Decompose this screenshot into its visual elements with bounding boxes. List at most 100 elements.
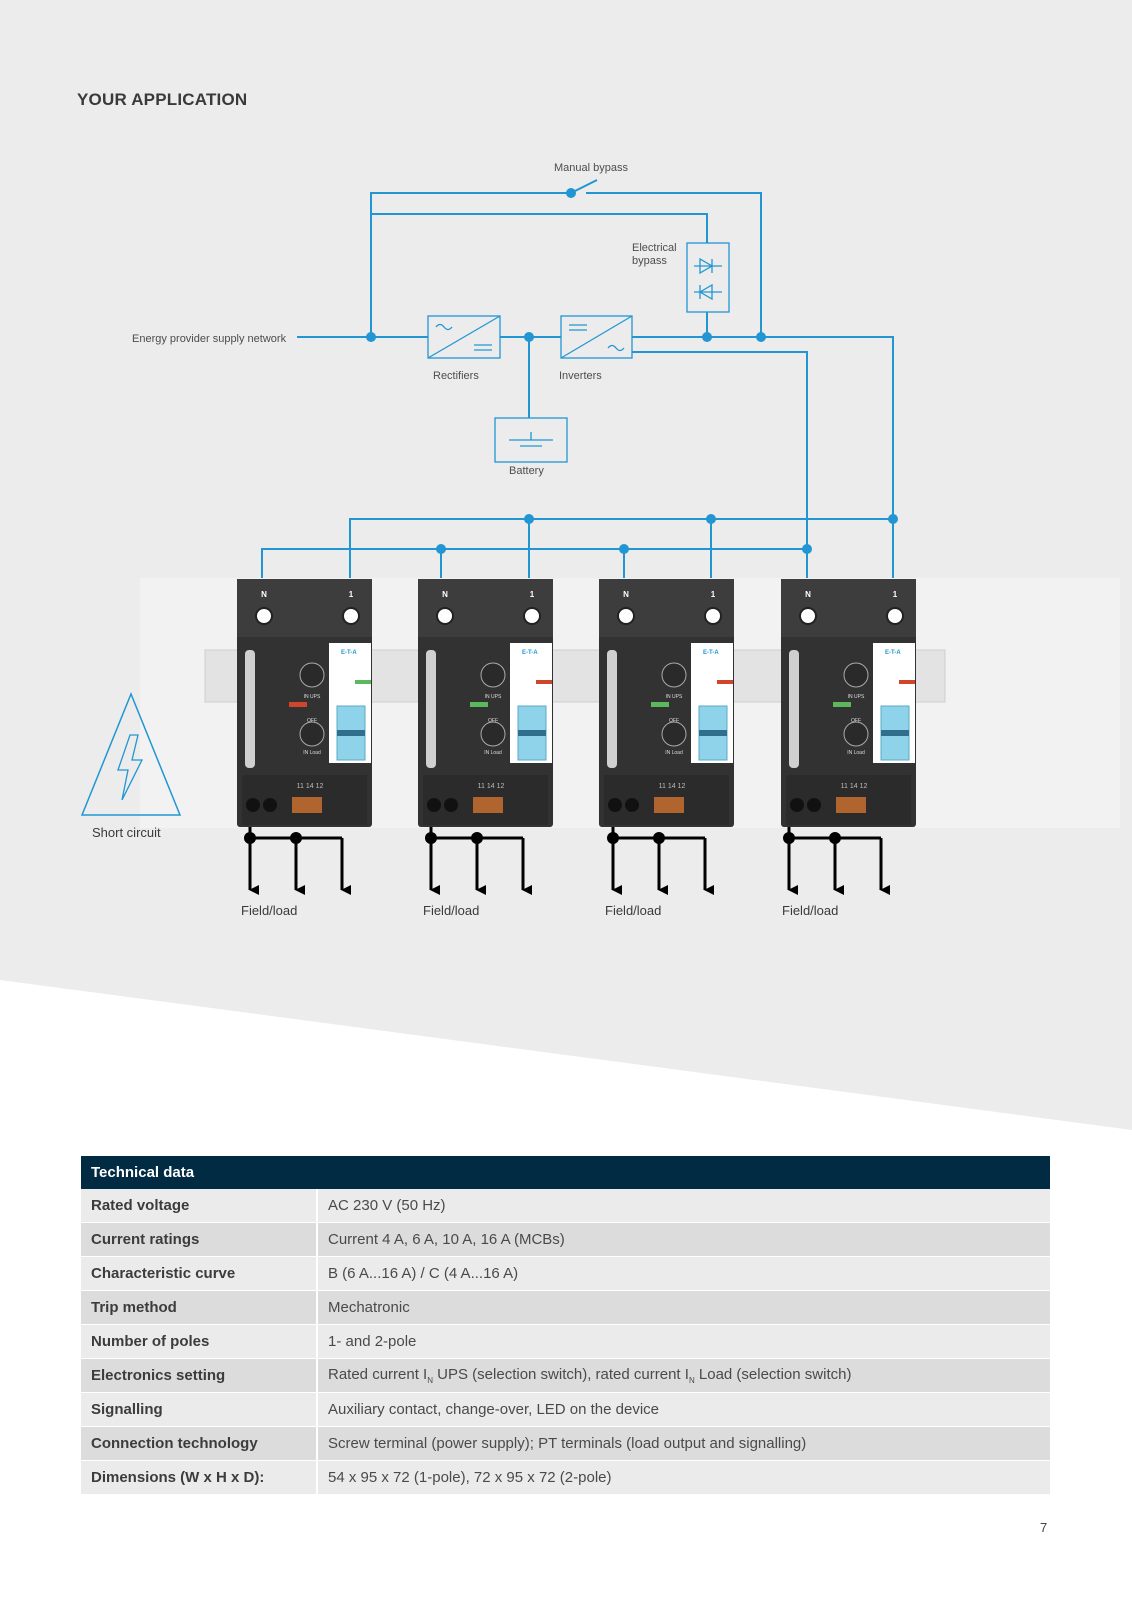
aux-contact-label: 11 14 12 bbox=[478, 783, 505, 790]
release-lever bbox=[426, 650, 436, 768]
terminal-n-label: N bbox=[442, 590, 448, 599]
trip-indicator bbox=[899, 680, 915, 684]
electrical-bypass-symbol bbox=[686, 242, 730, 313]
battery-label: Battery bbox=[509, 465, 544, 477]
terminal-1-label: 1 bbox=[711, 590, 716, 599]
aux-terminal-block bbox=[836, 797, 866, 813]
rectifiers-label: Rectifiers bbox=[433, 370, 479, 382]
load-terminal-icon bbox=[263, 798, 277, 812]
terminal-screw-icon bbox=[704, 607, 722, 625]
load-current-dial bbox=[661, 721, 687, 747]
brand-logo: E-T-A bbox=[341, 650, 357, 656]
load-terminal-icon bbox=[790, 798, 804, 812]
terminal-n-label: N bbox=[805, 590, 811, 599]
load-current-dial bbox=[480, 721, 506, 747]
load-terminal-icon bbox=[246, 798, 260, 812]
load-terminal-icon bbox=[625, 798, 639, 812]
wire-junctions bbox=[366, 188, 898, 554]
inverters-label: Inverters bbox=[559, 370, 602, 382]
terminal-screw-icon bbox=[799, 607, 817, 625]
terminal-screw-icon bbox=[436, 607, 454, 625]
output-line-3 bbox=[761, 336, 894, 519]
table-value: Mechatronic bbox=[317, 1290, 1050, 1325]
load-terminal-icon bbox=[444, 798, 458, 812]
supply-wiring bbox=[261, 179, 894, 579]
load-outputs bbox=[244, 827, 890, 895]
svg-text:IN UPS: IN UPS bbox=[485, 694, 502, 700]
trip-indicator bbox=[355, 680, 371, 684]
load-terminal-icon bbox=[608, 798, 622, 812]
load-current-dial bbox=[843, 721, 869, 747]
aux-terminal-block bbox=[473, 797, 503, 813]
trip-indicator bbox=[717, 680, 733, 684]
ups-current-dial bbox=[661, 662, 687, 688]
svg-text:IN Load: IN Load bbox=[665, 750, 683, 756]
table-value: AC 230 V (50 Hz) bbox=[317, 1189, 1050, 1223]
table-value: Current 4 A, 6 A, 10 A, 16 A (MCBs) bbox=[317, 1222, 1050, 1257]
electrical-bypass-label-line1: Electrical bbox=[632, 242, 677, 254]
short-circuit-warning-icon bbox=[80, 692, 182, 816]
load-output-1 bbox=[244, 827, 351, 895]
ups-current-dial bbox=[480, 662, 506, 688]
status-led bbox=[651, 702, 669, 707]
page-number: 7 bbox=[1040, 1520, 1048, 1535]
aux-contact-label: 11 14 12 bbox=[841, 783, 868, 790]
load-output-2 bbox=[425, 827, 532, 895]
ups-current-dial bbox=[843, 662, 869, 688]
aux-contact-label: 11 14 12 bbox=[297, 783, 324, 790]
release-lever bbox=[789, 650, 799, 768]
table-key: Electronics setting bbox=[81, 1358, 318, 1393]
status-led bbox=[289, 702, 307, 707]
short-circuit-label: Short circuit bbox=[92, 825, 161, 840]
trip-indicator bbox=[536, 680, 552, 684]
table-key: Current ratings bbox=[81, 1222, 318, 1257]
ups-current-dial bbox=[299, 662, 325, 688]
terminal-screw-icon bbox=[523, 607, 541, 625]
terminal-screw-icon bbox=[255, 607, 273, 625]
battery-symbol bbox=[494, 417, 568, 463]
svg-text:OFF: OFF bbox=[488, 718, 498, 724]
aux-terminal-block bbox=[292, 797, 322, 813]
table-key: Characteristic curve bbox=[81, 1256, 318, 1291]
rectifier-symbol bbox=[427, 315, 501, 359]
manual-bypass-label: Manual bypass bbox=[554, 162, 628, 174]
terminal-screw-icon bbox=[886, 607, 904, 625]
table-key: Rated voltage bbox=[81, 1189, 318, 1223]
table-header: Technical data bbox=[81, 1156, 1050, 1189]
energy-supply-label: Energy provider supply network bbox=[132, 333, 287, 345]
table-value: 54 x 95 x 72 (1-pole), 72 x 95 x 72 (2-p… bbox=[317, 1460, 1050, 1495]
bus-line-1 bbox=[349, 518, 893, 549]
table-key: Connection technology bbox=[81, 1426, 318, 1461]
section-title: YOUR APPLICATION bbox=[77, 90, 248, 109]
terminal-1-label: 1 bbox=[530, 590, 535, 599]
terminal-screw-icon bbox=[617, 607, 635, 625]
terminal-screw-icon bbox=[342, 607, 360, 625]
svg-text:OFF: OFF bbox=[669, 718, 679, 724]
electrical-bypass-label-line2: bypass bbox=[632, 255, 667, 267]
brand-logo: E-T-A bbox=[703, 650, 719, 656]
bus-line-n bbox=[261, 548, 807, 579]
table-value: Screw terminal (power supply); PT termin… bbox=[317, 1426, 1050, 1461]
aux-contact-label: 11 14 12 bbox=[659, 783, 686, 790]
table-value: Auxiliary contact, change-over, LED on t… bbox=[317, 1392, 1050, 1427]
terminal-n-label: N bbox=[623, 590, 629, 599]
table-value: Rated current IN UPS (selection switch),… bbox=[317, 1358, 1050, 1393]
table-key: Dimensions (W x H x D): bbox=[81, 1460, 318, 1495]
load-current-dial bbox=[299, 721, 325, 747]
terminal-1-label: 1 bbox=[893, 590, 898, 599]
brand-logo: E-T-A bbox=[522, 650, 538, 656]
table-row: Dimensions (W x H x D):54 x 95 x 72 (1-p… bbox=[81, 1460, 1050, 1495]
release-lever bbox=[245, 650, 255, 768]
